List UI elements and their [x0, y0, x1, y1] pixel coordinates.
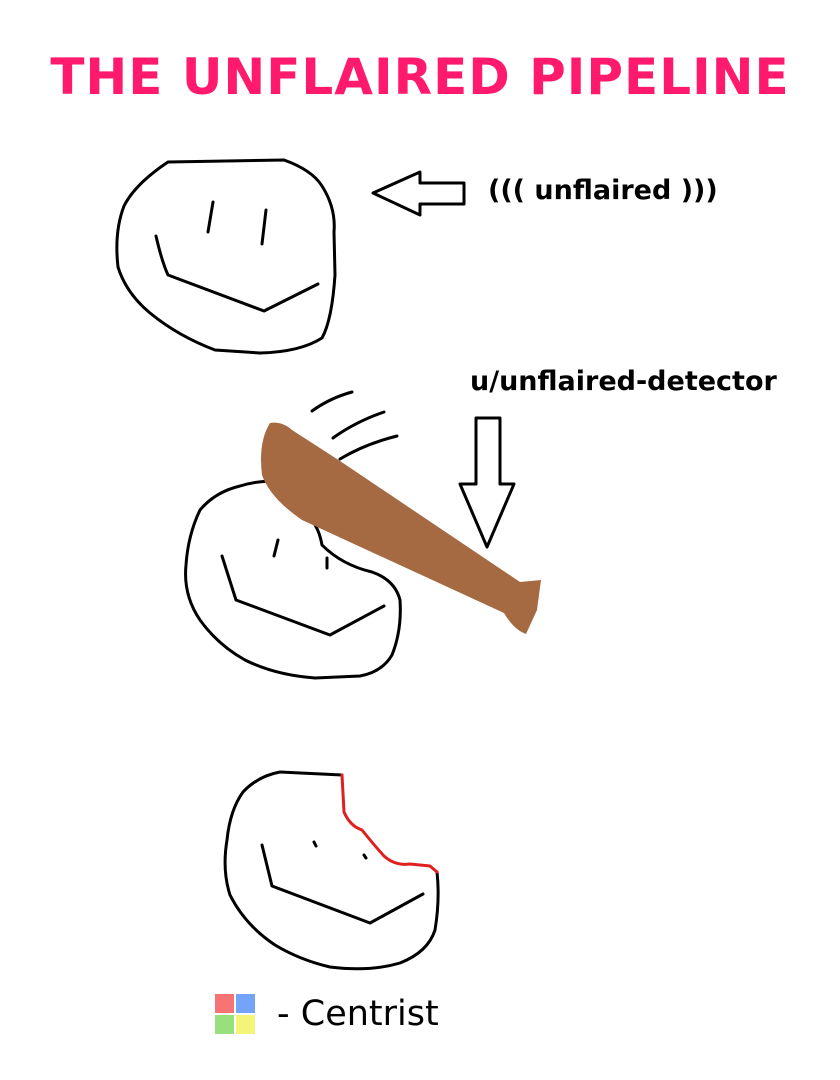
- face-hit-mouth: [220, 554, 386, 637]
- down-arrow-icon: [458, 416, 516, 549]
- face-bitten-outline: [223, 770, 440, 971]
- face-bitten: [223, 770, 440, 971]
- swing-motion-lines: [310, 390, 399, 461]
- face-intact-mouth: [154, 234, 320, 313]
- page-title: THE UNFLAIRED PIPELINE: [50, 48, 790, 106]
- centrist-flair-icon: [215, 994, 255, 1034]
- swing-line-3: [338, 434, 399, 461]
- face-intact-eye-right: [260, 208, 268, 246]
- unflaired-label: ((( unflaired ))): [488, 175, 718, 206]
- face-intact-eye-left: [206, 200, 215, 234]
- face-hit: [184, 479, 402, 680]
- baseball-bat: [261, 422, 541, 634]
- detector-bot-label: u/unflaired-detector: [470, 366, 777, 397]
- swing-line-1: [310, 390, 354, 413]
- face-bitten-eye-left: [312, 840, 318, 848]
- legend: - Centrist: [215, 994, 439, 1034]
- face-hit-eye-left: [272, 538, 280, 558]
- swatch-top-left: [215, 994, 234, 1013]
- face-intact: [115, 158, 337, 355]
- left-arrow-icon: [371, 170, 466, 217]
- bite-wound: [340, 773, 439, 874]
- face-bitten-eye-right: [362, 853, 368, 860]
- face-hit-outline: [184, 479, 402, 680]
- face-bitten-mouth: [260, 843, 425, 925]
- swing-line-2: [331, 410, 386, 440]
- legend-text: - Centrist: [277, 994, 439, 1034]
- face-intact-outline: [115, 158, 337, 355]
- swatch-top-right: [236, 994, 255, 1013]
- swatch-bottom-right: [236, 1015, 255, 1034]
- swatch-bottom-left: [215, 1015, 234, 1034]
